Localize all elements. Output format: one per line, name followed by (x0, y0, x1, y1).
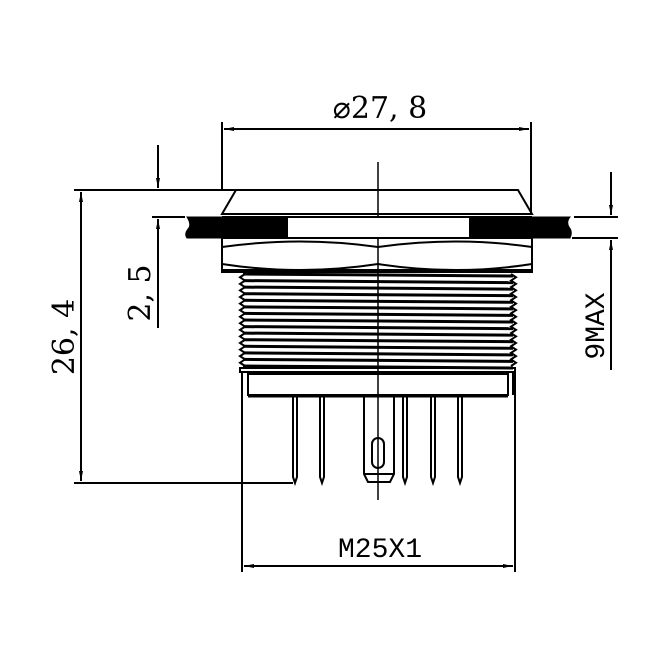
pin (457, 396, 463, 487)
head-height-dimension: 2, 5 (123, 145, 185, 328)
thread (238, 272, 518, 370)
panel-right (469, 216, 572, 239)
thread-label: M25X1 (338, 535, 422, 566)
total-height-dimension: 26, 4 (47, 189, 293, 484)
panel-thickness-dimension: 9MAX (572, 172, 618, 370)
thread-dimension: M25X1 (241, 372, 516, 572)
panel (185, 216, 572, 239)
panel-thickness-label: 9MAX (582, 292, 613, 359)
panel-left (185, 216, 288, 239)
nut (221, 237, 533, 273)
total-height-label: 26, 4 (47, 299, 82, 375)
center-terminal (363, 396, 395, 483)
head (220, 189, 534, 218)
pin (402, 396, 408, 487)
diameter-label: ⌀27, 8 (333, 91, 427, 126)
pin (430, 396, 436, 487)
pin (319, 396, 325, 487)
pins (292, 396, 463, 487)
pin (292, 396, 298, 487)
diameter-dimension: ⌀27, 8 (221, 91, 532, 214)
head-height-label: 2, 5 (123, 264, 158, 321)
